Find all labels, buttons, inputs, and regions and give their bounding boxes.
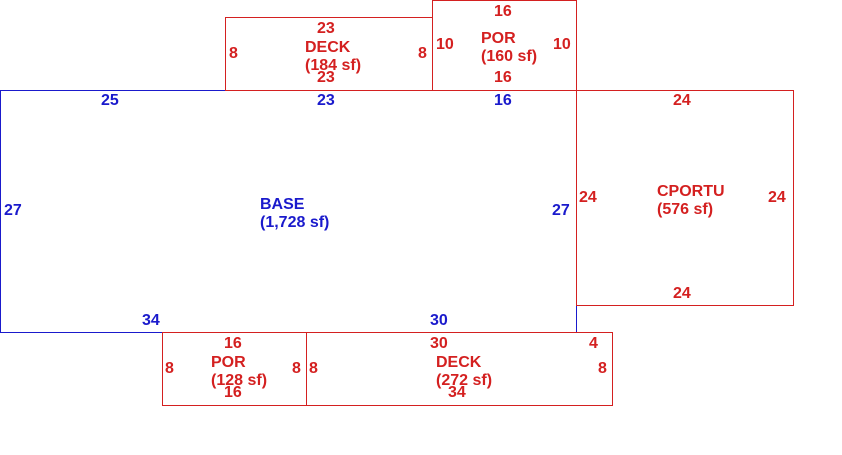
cportu-label: CPORTU (576 sf) — [657, 183, 725, 219]
cportu-dim-right: 24 — [768, 189, 786, 206]
deck-bottom-area: (272 sf) — [436, 372, 493, 389]
deck-bottom-outline — [306, 332, 613, 406]
por-top-dim-left: 10 — [436, 36, 454, 53]
base-label: BASE (1,728 sf) — [260, 196, 329, 232]
por-top-label: POR (160 sf) — [481, 30, 537, 66]
por-bottom-area: (128 sf) — [211, 372, 268, 389]
deck-bottom-dim-step: 4 — [589, 335, 598, 352]
deck-bottom-dim-bottom: 34 — [448, 384, 466, 401]
deck-bottom-label: DECK (272 sf) — [436, 354, 492, 390]
deck-bottom-dim-right: 8 — [598, 360, 607, 377]
deck-top-dim-left: 8 — [229, 45, 238, 62]
por-top-outline — [432, 0, 577, 91]
por-top-dim-top: 16 — [494, 3, 512, 20]
base-dim-right: 27 — [552, 202, 570, 219]
deck-bottom-dim-top: 30 — [430, 335, 448, 352]
base-area: (1,728 sf) — [260, 214, 330, 231]
por-bottom-dim-right: 8 — [292, 360, 301, 377]
por-bottom-dim-left: 8 — [165, 360, 174, 377]
deck-bottom-name: DECK — [436, 354, 482, 371]
base-dim-top-left: 25 — [101, 92, 119, 109]
deck-top-dim-bottom: 23 — [317, 69, 335, 86]
por-top-name: POR — [481, 30, 516, 47]
base-name: BASE — [260, 196, 305, 213]
por-bottom-name: POR — [211, 354, 246, 371]
cportu-dim-bottom: 24 — [673, 285, 691, 302]
base-dim-left: 27 — [4, 202, 22, 219]
cportu-dim-left: 24 — [579, 189, 597, 206]
deck-top-label: DECK (184 sf) — [305, 39, 361, 75]
deck-top-dim-right: 8 — [418, 45, 427, 62]
por-top-area: (160 sf) — [481, 48, 538, 65]
cportu-name: CPORTU — [657, 183, 725, 200]
base-dim-bottom-left: 34 — [142, 312, 160, 329]
deck-top-dim-top: 23 — [317, 20, 335, 37]
base-dim-bottom-right: 30 — [430, 312, 448, 329]
cportu-dim-top: 24 — [673, 92, 691, 109]
cportu-area: (576 sf) — [657, 201, 714, 218]
deck-top-area: (184 sf) — [305, 57, 362, 74]
deck-top-name: DECK — [305, 39, 351, 56]
cportu-outline — [576, 90, 794, 306]
por-bottom-label: POR (128 sf) — [211, 354, 267, 390]
por-bottom-dim-bottom: 16 — [224, 384, 242, 401]
deck-bottom-dim-left: 8 — [309, 360, 318, 377]
base-dim-top-mid: 23 — [317, 92, 335, 109]
por-bottom-dim-top: 16 — [224, 335, 242, 352]
por-top-dim-right: 10 — [553, 36, 571, 53]
base-dim-top-right: 16 — [494, 92, 512, 109]
por-top-dim-bottom: 16 — [494, 69, 512, 86]
